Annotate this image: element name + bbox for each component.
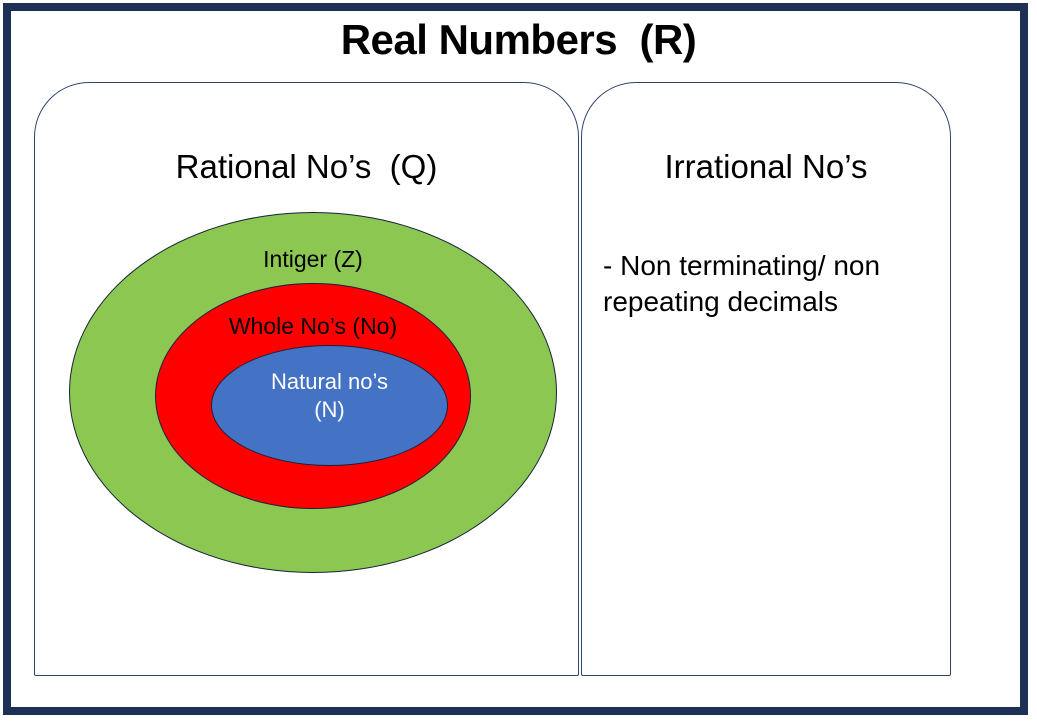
set-label-integer: Intiger (Z) bbox=[263, 246, 363, 272]
panel-irrational-numbers bbox=[581, 82, 951, 676]
panel-rational-heading: Rational No’s (Q) bbox=[175, 148, 438, 185]
set-label-whole-numbers: Whole No’s (No) bbox=[228, 313, 398, 339]
panel-irrational-heading: Irrational No’s bbox=[664, 148, 868, 185]
set-ellipse-natural-numbers: Natural no’s (N) bbox=[211, 345, 448, 466]
set-label-natural-numbers: Natural no’s (N) bbox=[271, 369, 388, 422]
panel-irrational-body-text: - Non terminating/ non repeating decimal… bbox=[603, 250, 881, 317]
page-title: Real Numbers (R) bbox=[340, 16, 697, 63]
